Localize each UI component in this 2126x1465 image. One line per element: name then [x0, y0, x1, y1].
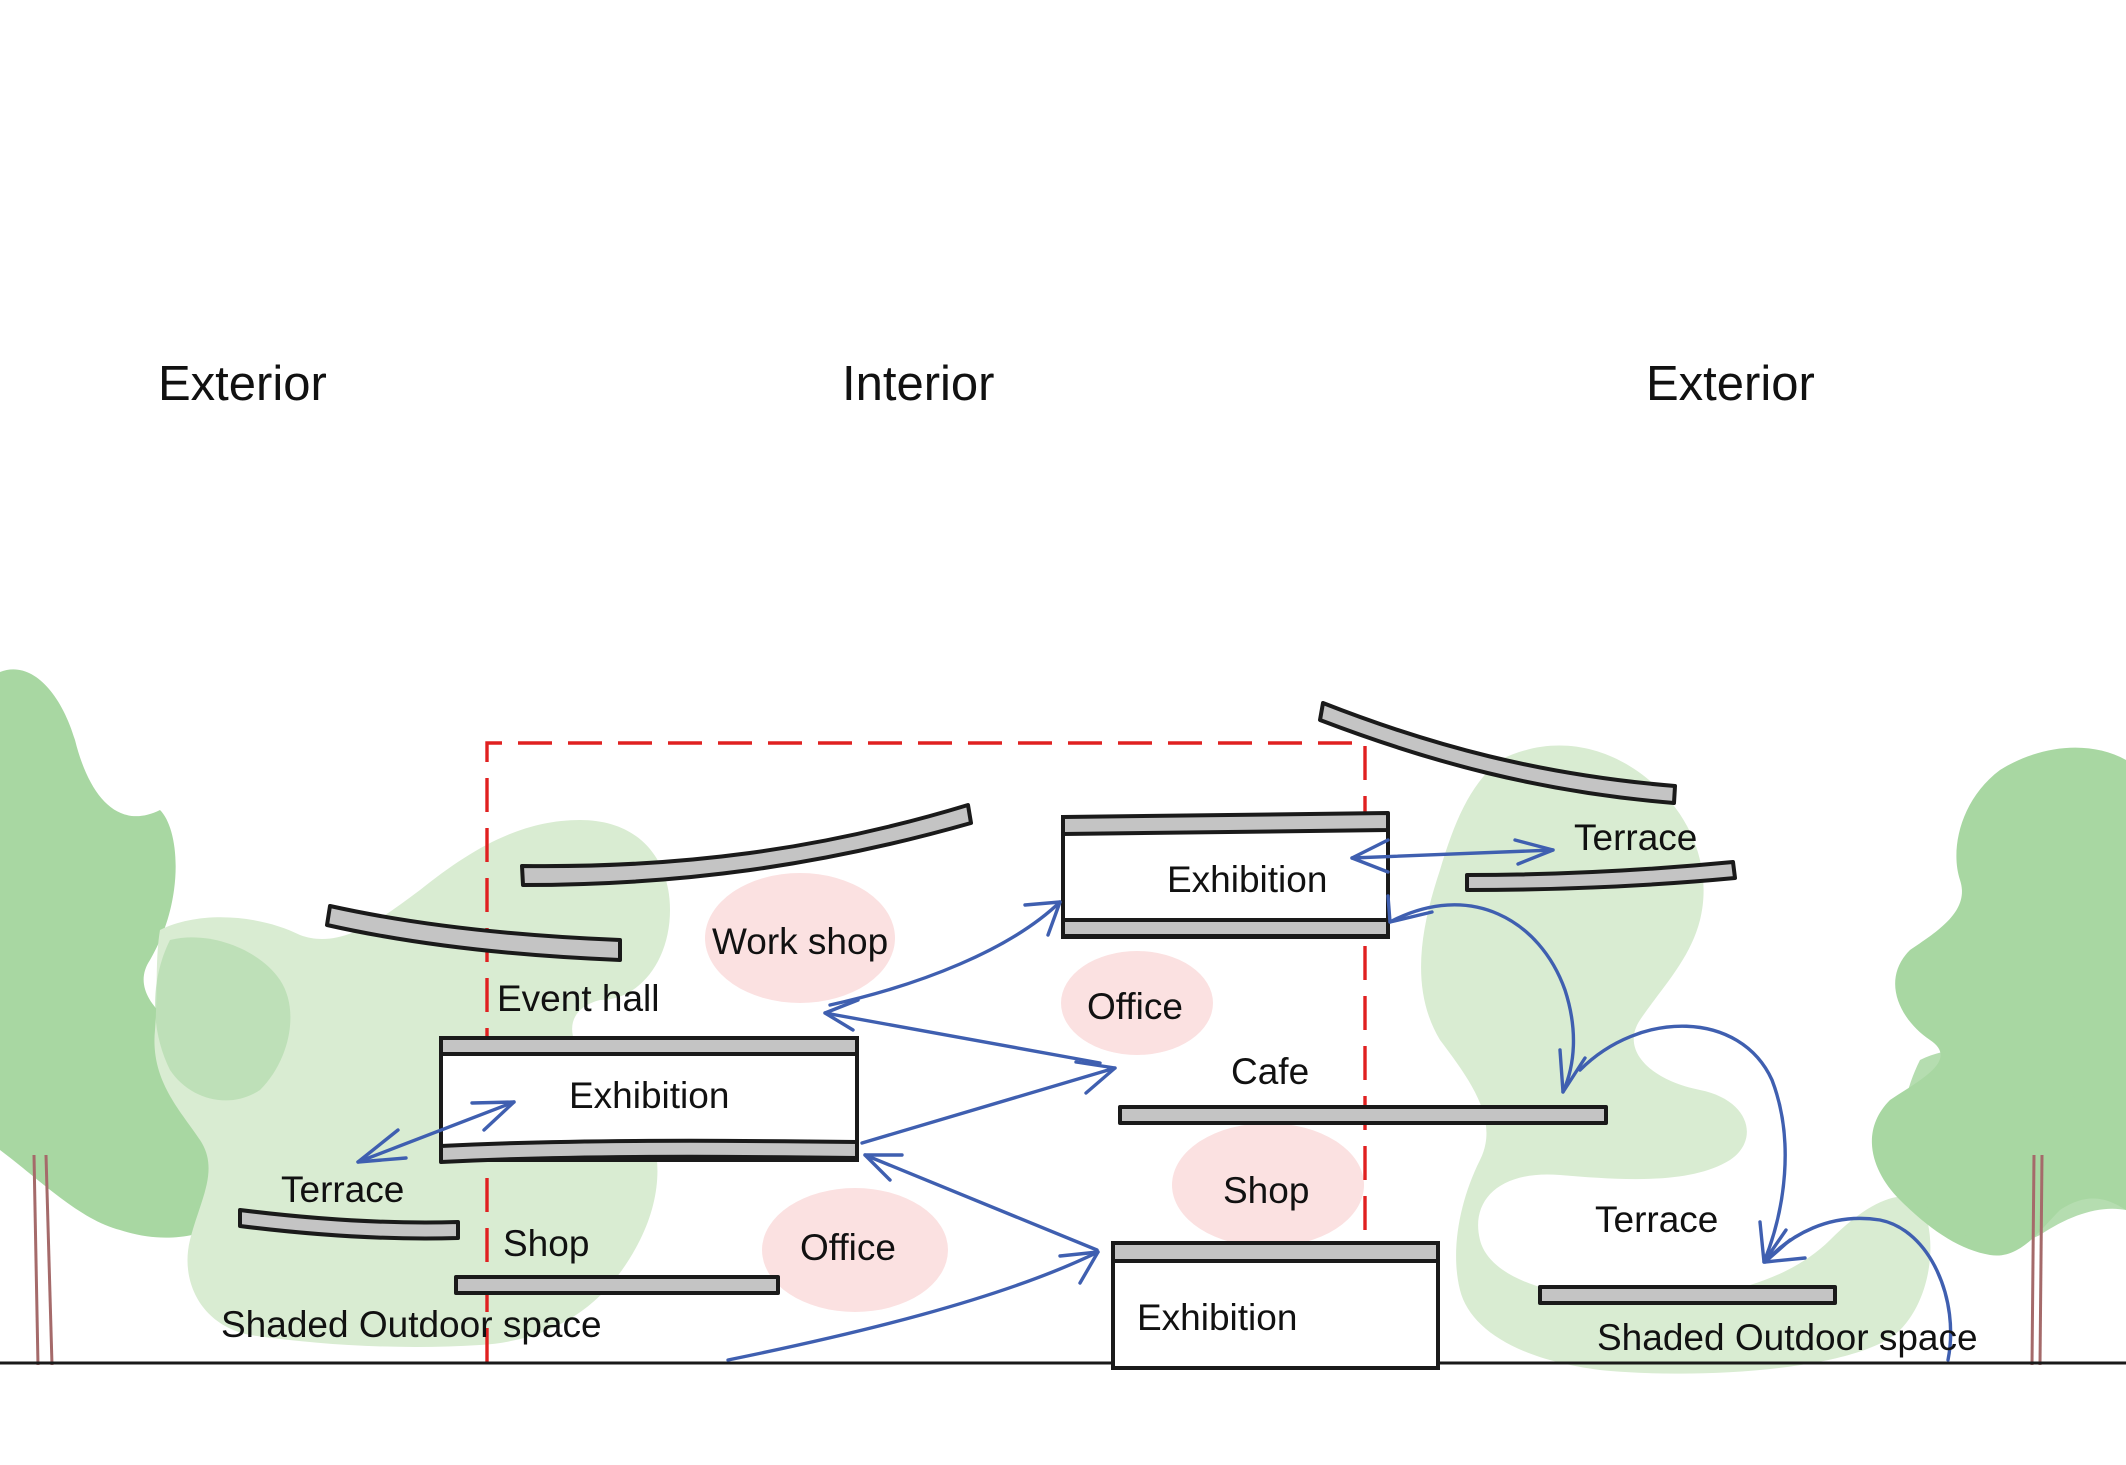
terrace-right-bottom-slab [1538, 1285, 1837, 1305]
shop-left-slab [454, 1275, 780, 1295]
right-trunk-b [2038, 1154, 2044, 1366]
roof-slab-right [1318, 701, 1677, 805]
pink-blobs [705, 873, 1364, 1312]
tree-trunks [32, 1154, 2044, 1366]
arrowhead-exhibition-left-end [470, 1100, 516, 1132]
arrow-cafe-terrace-bottom [1578, 1024, 1787, 1264]
arrow-office-workshop [823, 1011, 1102, 1065]
label-cafe: Cafe [1231, 1051, 1309, 1092]
label-terrace-right-bottom: Terrace [1595, 1199, 1718, 1240]
roof-slab-left-lower [325, 904, 622, 962]
arrow-bottom-to-left [863, 1153, 1099, 1252]
arrowhead-terrace-top [1513, 838, 1555, 866]
arrowhead-exhibition-left [863, 1153, 904, 1182]
arrow-ground-exhibition-bottom [726, 1250, 1100, 1362]
arrowhead-exhibition-bottom [1058, 1250, 1100, 1285]
label-exhibition-bottom: Exhibition [1137, 1297, 1297, 1338]
label-office-left: Office [800, 1227, 896, 1268]
label-work-shop: Work shop [712, 921, 888, 962]
arrow-ground-terrace-bottom [1763, 1216, 1953, 1362]
left-trunk-a [32, 1154, 40, 1366]
label-shaded-left: Shaded Outdoor space [221, 1304, 602, 1345]
left-trunk-b [44, 1154, 54, 1366]
arrow-terrace-exhibition-left [356, 1100, 516, 1164]
arrowhead-office-center [1074, 1060, 1117, 1095]
arrowhead-exhibition-top-side [1350, 838, 1390, 874]
right-foliage-light [1421, 745, 1931, 1374]
arrow-exhibition-office [860, 1066, 1117, 1145]
roof-slab-left-upper [520, 803, 973, 887]
blob-office-left [762, 1188, 948, 1312]
arrowhead-cafe [1558, 1048, 1587, 1094]
exhibition-bottom-top-slab [1111, 1241, 1440, 1263]
label-terrace-left: Terrace [281, 1169, 404, 1210]
exhibition-top-bottom-slab [1061, 918, 1390, 938]
label-office-center: Office [1087, 986, 1183, 1027]
arrowhead-terrace-end [356, 1128, 408, 1164]
label-event-hall: Event hall [497, 978, 660, 1019]
label-exhibition-left: Exhibition [569, 1075, 729, 1116]
label-terrace-right-top: Terrace [1574, 817, 1697, 858]
arrow-exhibition-cafe [1388, 903, 1576, 1094]
zone-label-left: Exterior [158, 357, 327, 411]
arrowhead-terrace-bottom-2 [1763, 1238, 1807, 1264]
exhibition-bottom-box [1111, 1241, 1440, 1370]
right-tree-lower [1901, 1049, 2126, 1245]
right-trunk-a [2030, 1154, 2036, 1366]
arrowhead-exhibition-top [1023, 900, 1062, 937]
exhibition-left-bottom-slab [439, 1138, 859, 1164]
cafe-slab [1118, 1105, 1608, 1125]
label-shop-center: Shop [1223, 1170, 1309, 1211]
blob-office-center [1061, 951, 1213, 1055]
exhibition-left-top-slab [439, 1036, 859, 1056]
zone-label-center: Interior [842, 357, 995, 411]
zone-label-right: Exterior [1646, 357, 1815, 411]
structure [238, 701, 1837, 1370]
arrow-terrace-top-exhibition [1350, 848, 1555, 860]
label-exhibition-top: Exhibition [1167, 859, 1327, 900]
blob-shop-center [1172, 1123, 1364, 1247]
left-foliage-overlap [155, 937, 291, 1101]
label-shop-left: Shop [503, 1223, 589, 1264]
arrowhead-exhibition-top-right [1386, 894, 1434, 924]
terrace-left-slab [238, 1208, 460, 1241]
exhibition-top-box [1061, 815, 1390, 939]
arrow-workshop-exhibition-top [828, 900, 1062, 1007]
terrace-right-top-slab [1465, 860, 1737, 892]
arrowhead-workshop [823, 998, 860, 1032]
blob-work-shop [705, 873, 895, 1003]
circulation-arrows [356, 838, 1953, 1362]
label-shaded-right: Shaded Outdoor space [1597, 1317, 1978, 1358]
exhibition-top-top-slab [1061, 811, 1390, 836]
